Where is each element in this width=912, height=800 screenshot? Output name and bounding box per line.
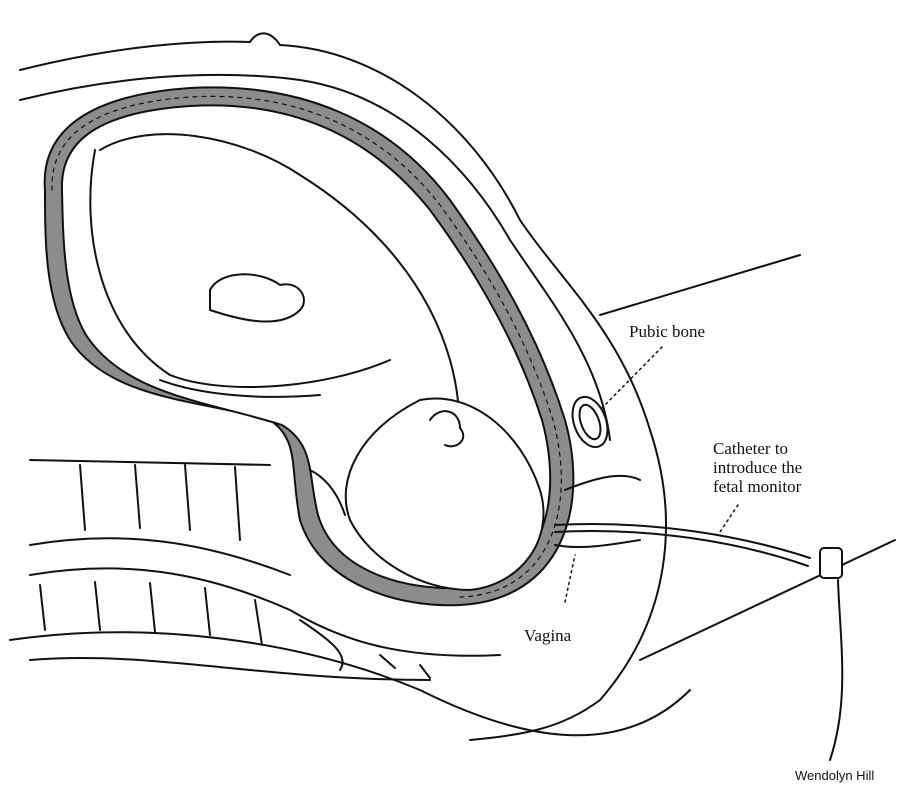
catheter-label-line3: fetal monitor	[713, 477, 802, 496]
maternal-abdomen-outline	[9, 32, 896, 741]
fetus	[89, 133, 545, 591]
catheter	[554, 523, 844, 761]
artist-signature: Wendolyn Hill	[795, 768, 875, 783]
catheter-label-line2: introduce the	[713, 458, 803, 477]
spine	[29, 459, 501, 681]
vagina	[554, 474, 641, 549]
vagina-label: Vagina	[524, 626, 572, 645]
leader-lines	[564, 346, 739, 603]
catheter-label-line1: Catheter to	[713, 439, 789, 458]
catheter-leader	[717, 504, 739, 536]
pubic-bone-label: Pubic bone	[629, 322, 706, 341]
pubic-bone	[571, 395, 609, 449]
catheter-label: Catheter to introduce the fetal monitor	[713, 439, 802, 496]
vagina-leader	[564, 554, 576, 603]
pubic-bone-leader	[599, 346, 663, 411]
